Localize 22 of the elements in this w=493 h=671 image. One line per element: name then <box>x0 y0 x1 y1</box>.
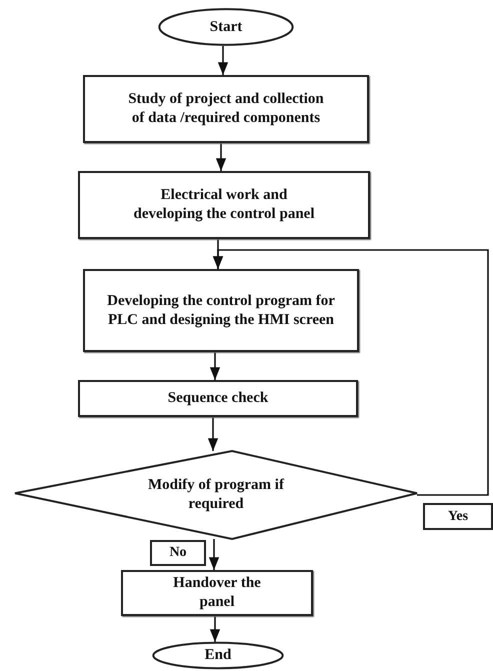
process-box <box>83 269 359 352</box>
process-box <box>83 75 369 143</box>
node-text: Start <box>210 18 242 36</box>
arrow <box>208 539 220 570</box>
arrow <box>208 417 218 451</box>
node-text: Electrical work and developing the control panel <box>132 186 316 224</box>
node-text: Sequence check <box>168 389 268 408</box>
edge-label: No <box>150 540 206 566</box>
node-text: Modify of program if required <box>147 476 286 514</box>
process-box <box>121 570 313 616</box>
node-text: End <box>204 646 232 665</box>
edge-label: Yes <box>423 503 493 530</box>
arrow <box>212 249 489 496</box>
node-text: Developing the control program for PLC and designing the HMI screen <box>106 292 336 330</box>
arrow <box>210 352 220 380</box>
node-text: Handover the panel <box>172 574 262 612</box>
process-box <box>78 380 358 417</box>
process-box <box>78 171 370 239</box>
arrow <box>218 46 228 75</box>
node-text: Study of project and collection of data /required components <box>127 90 325 128</box>
arrow <box>216 143 226 171</box>
arrow <box>210 616 220 642</box>
